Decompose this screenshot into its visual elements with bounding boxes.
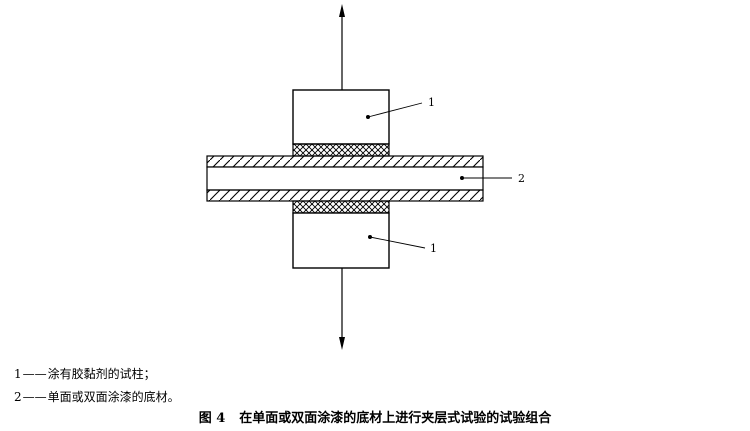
- legend-number: 2: [14, 390, 22, 404]
- upper-column-callout-label: 1: [428, 96, 435, 109]
- figure-number: 图 4: [198, 411, 226, 426]
- legend-dash: ——: [22, 367, 47, 381]
- legend-text: 单面或双面涂漆的底材。: [47, 390, 180, 404]
- figure-title: 在单面或双面涂漆的底材上进行夹层式试验的试验组合: [239, 411, 552, 426]
- legend-item-substrate: 2——单面或双面涂漆的底材。: [14, 388, 180, 405]
- lower-coating-layer: [206, 189, 484, 202]
- substrate-core: [206, 166, 484, 191]
- lower-column-leader: [369, 236, 426, 249]
- test-assembly-diagram: 1 2 1: [206, 4, 525, 350]
- substrate-callout-label: 2: [518, 172, 525, 185]
- lower-tension-arrow: [339, 268, 345, 350]
- coated-substrate: [206, 155, 484, 202]
- upper-test-column: [292, 89, 390, 145]
- upper-column-leader: [367, 102, 423, 118]
- upper-tension-arrow: [339, 4, 345, 90]
- legend-dash: ——: [22, 390, 47, 404]
- legend-item-column: 1——涂有胶黏剂的试柱；: [14, 365, 156, 382]
- upper-coating-layer: [206, 155, 484, 168]
- legend-number: 1: [14, 367, 22, 381]
- lower-adhesive-layer: [292, 200, 390, 214]
- lower-column-callout-label: 1: [430, 242, 437, 255]
- legend-text: 涂有胶黏剂的试柱；: [47, 367, 156, 381]
- figure-caption: 图 4 在单面或双面涂漆的底材上进行夹层式试验的试验组合: [0, 407, 750, 426]
- lower-test-column: [292, 212, 390, 269]
- upper-adhesive-layer: [292, 143, 390, 157]
